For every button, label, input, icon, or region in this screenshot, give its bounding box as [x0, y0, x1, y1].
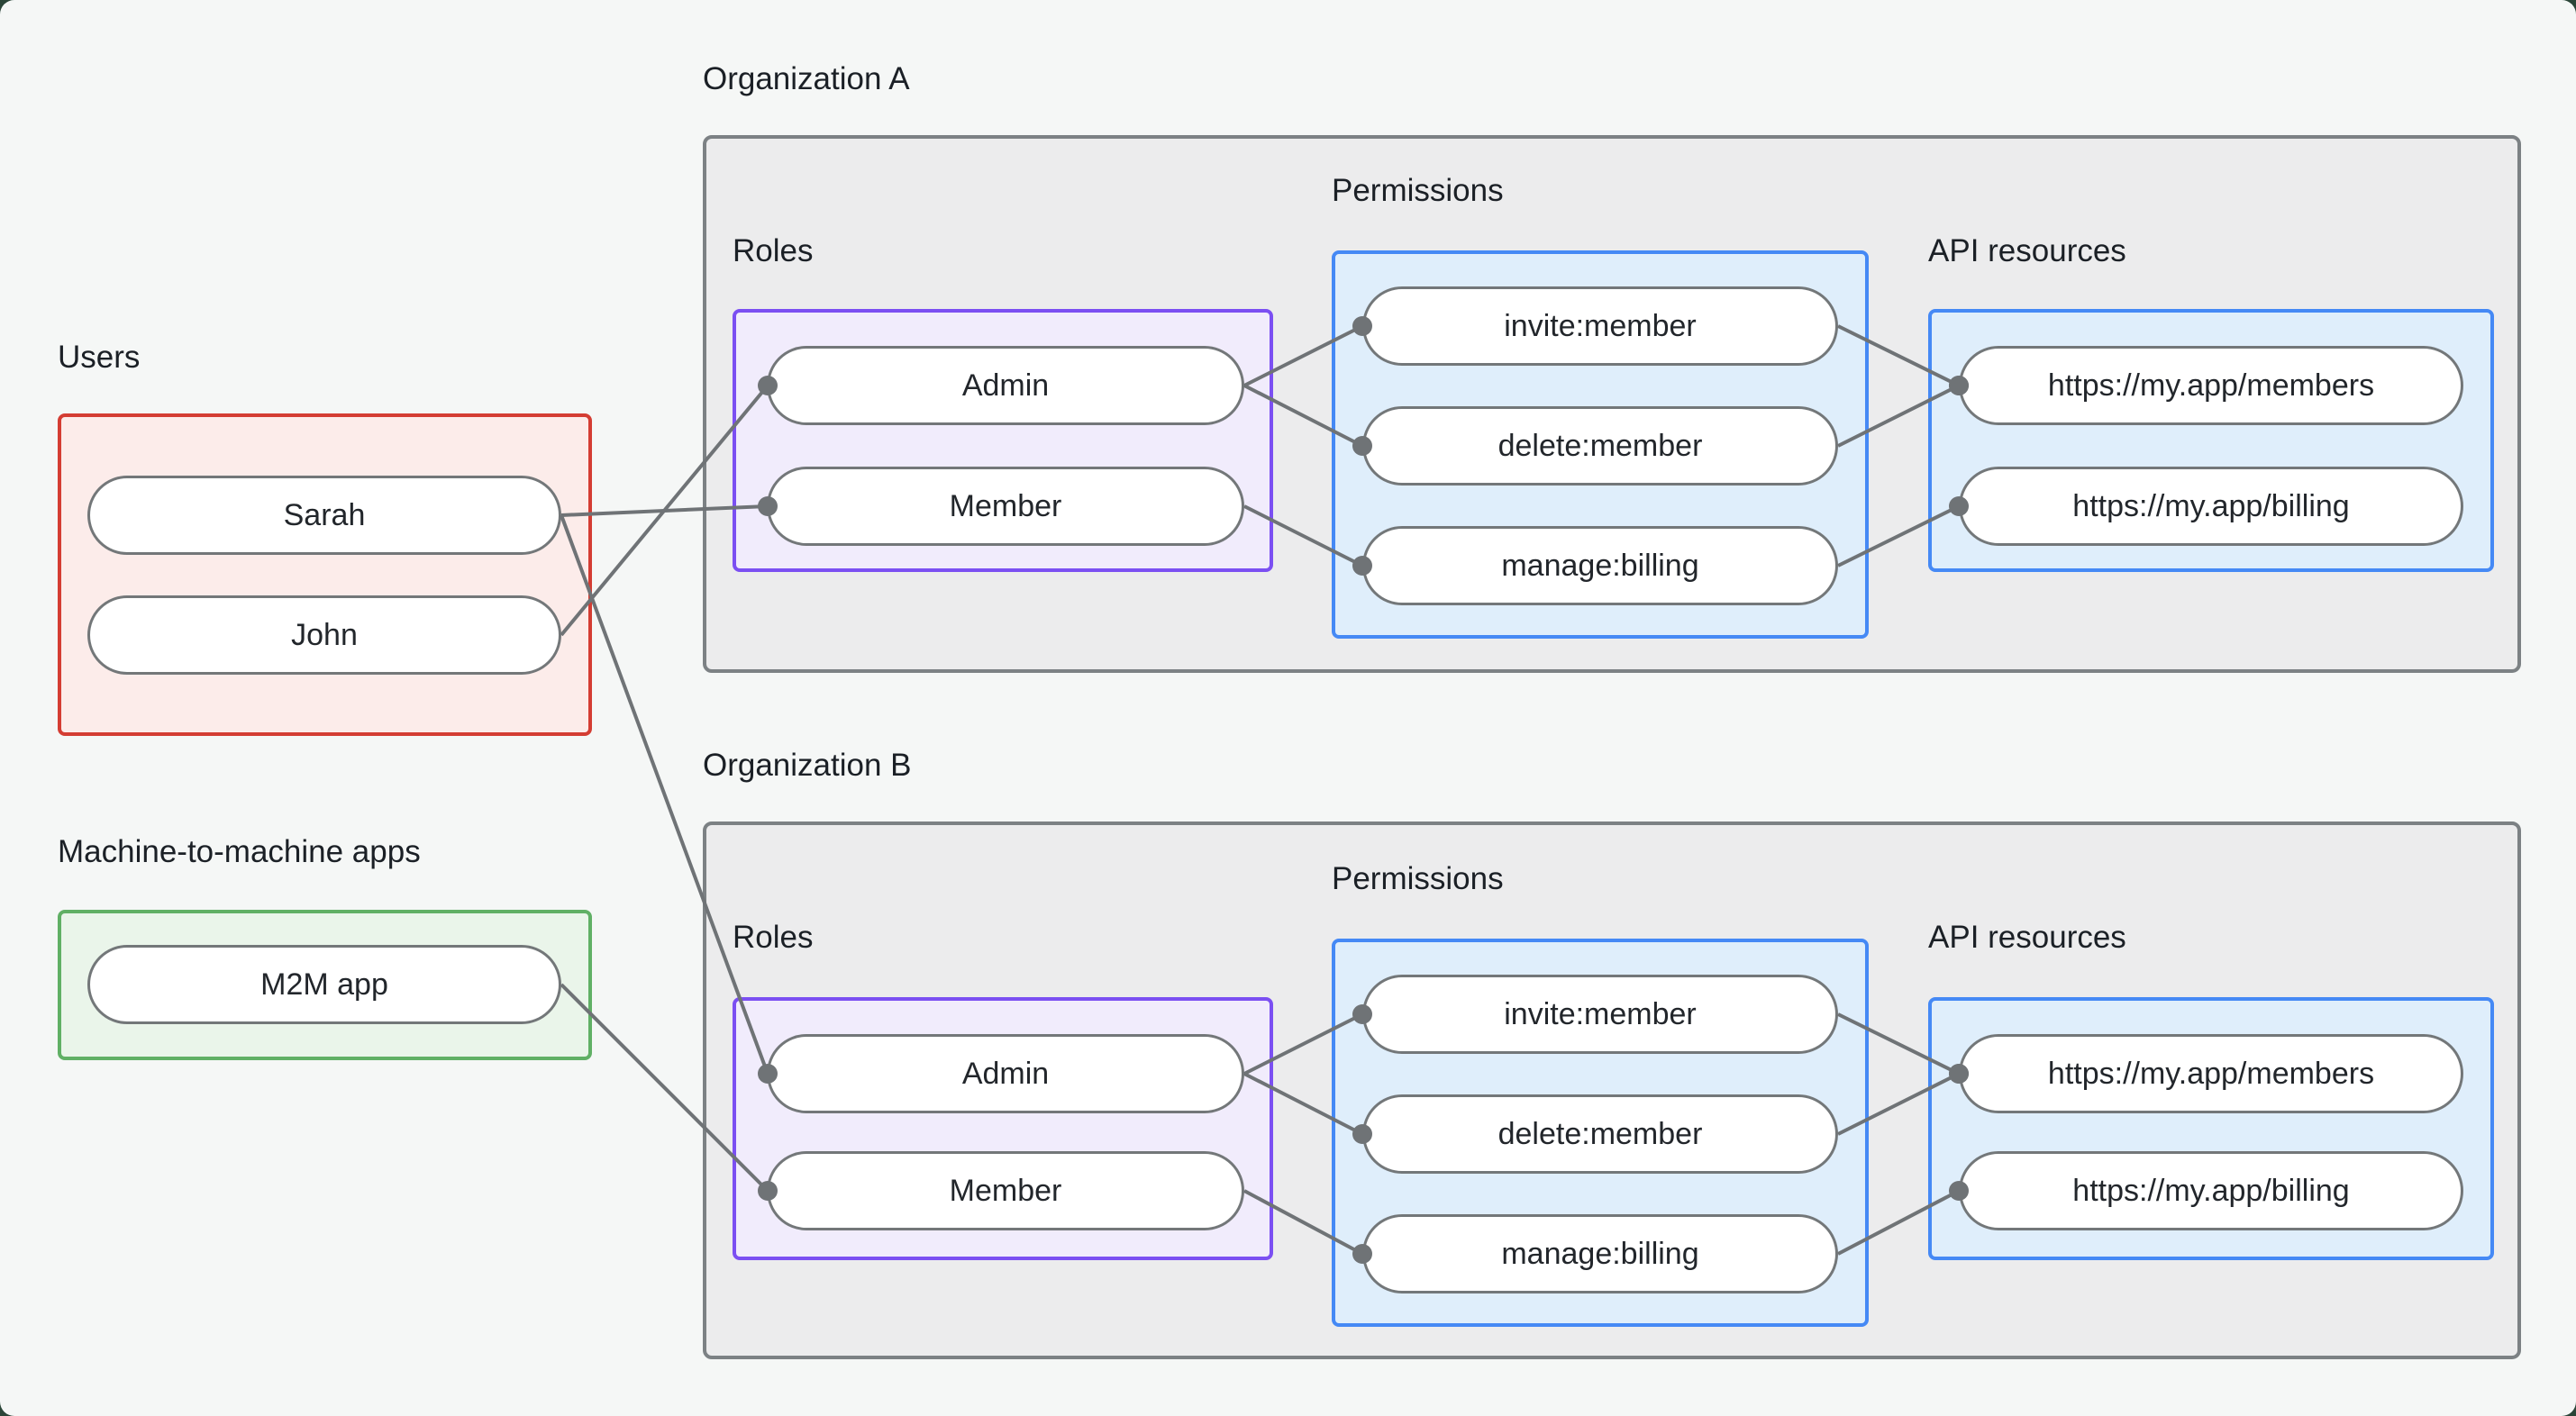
users-group-label: Users [58, 340, 141, 375]
org-a-role-admin: Admin [767, 346, 1244, 425]
org-a-api-members: https://my.app/members [1959, 346, 2463, 425]
org-a-label: Organization A [703, 61, 910, 96]
org-a-permission-delete: delete:member [1362, 406, 1838, 486]
org-b-api-billing: https://my.app/billing [1959, 1151, 2463, 1230]
org-b-roles-label: Roles [733, 920, 814, 955]
org-b-api-members: https://my.app/members [1959, 1034, 2463, 1113]
org-a-api-billing: https://my.app/billing [1959, 467, 2463, 546]
m2m-group-label: Machine-to-machine apps [58, 834, 421, 869]
org-b-role-member: Member [767, 1151, 1244, 1230]
m2m-app-node: M2M app [87, 945, 561, 1024]
user-node-sarah: Sarah [87, 476, 561, 555]
org-a-roles-label: Roles [733, 233, 814, 268]
org-a-api-label: API resources [1928, 233, 2126, 268]
org-b-permissions-label: Permissions [1332, 861, 1504, 896]
org-a-permissions-label: Permissions [1332, 173, 1504, 208]
org-b-permission-invite: invite:member [1362, 975, 1838, 1054]
org-b-api-label: API resources [1928, 920, 2126, 955]
org-a-role-member: Member [767, 467, 1244, 546]
users-group-box [58, 413, 592, 736]
org-b-permission-manage: manage:billing [1362, 1214, 1838, 1293]
org-b-label: Organization B [703, 748, 912, 783]
org-a-permission-manage: manage:billing [1362, 526, 1838, 605]
org-b-permission-delete: delete:member [1362, 1094, 1838, 1174]
org-a-permission-invite: invite:member [1362, 286, 1838, 366]
org-b-role-admin: Admin [767, 1034, 1244, 1113]
user-node-john: John [87, 595, 561, 675]
